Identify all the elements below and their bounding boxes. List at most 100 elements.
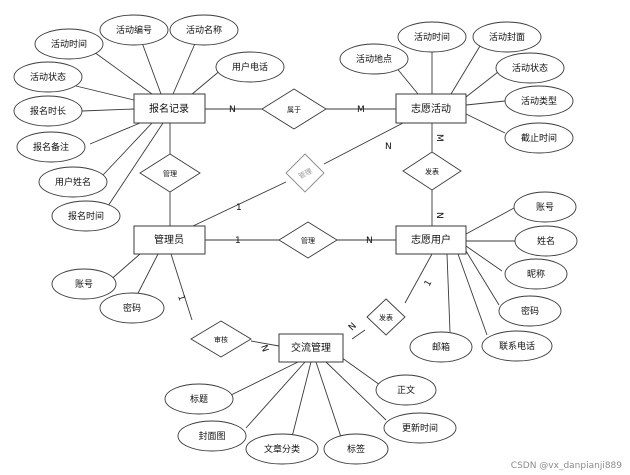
svg-text:密码: 密码 <box>123 302 141 314</box>
attr-forum-5: 正文 <box>375 374 437 406</box>
attr-activity-3: 活动状态 <box>495 52 565 84</box>
svg-text:报名记录: 报名记录 <box>149 102 189 115</box>
card-activity-volunteer-m: M <box>434 134 444 142</box>
svg-text:用户姓名: 用户姓名 <box>55 176 91 188</box>
attr-volunteer-4: 联系电话 <box>481 330 553 362</box>
svg-text:交流管理: 交流管理 <box>291 341 331 354</box>
attr-volunteer-5: 邮箱 <box>409 331 473 363</box>
rel-review: 审核 <box>190 320 252 358</box>
attr-registration-8: 报名时间 <box>51 200 121 232</box>
attr-admin-1: 密码 <box>99 292 165 324</box>
attr-activity-0: 活动地点 <box>339 43 409 75</box>
attributes-activity: 活动地点 活动时间 活动封面 活动状态 活动类型 截止时间 <box>339 21 574 154</box>
svg-text:志愿活动: 志愿活动 <box>411 102 451 115</box>
attributes-forum: 标题 封面图 文章分类 标签 更新时间 正文 <box>164 374 457 465</box>
attr-forum-2: 文章分类 <box>245 433 319 465</box>
svg-text:活动地点: 活动地点 <box>356 53 392 65</box>
card-manage-activity: N <box>385 142 392 152</box>
svg-text:发表: 发表 <box>425 167 439 176</box>
card-admin-review: 1 <box>175 294 186 303</box>
rel-publish-forum: 发表 <box>366 298 406 336</box>
attr-activity-4: 活动类型 <box>504 85 574 117</box>
svg-text:志愿用户: 志愿用户 <box>411 233 451 246</box>
svg-text:标题: 标题 <box>190 393 208 405</box>
edges <box>75 38 516 438</box>
svg-text:活动类型: 活动类型 <box>521 95 557 107</box>
attr-forum-3: 标签 <box>323 433 389 465</box>
svg-text:管理员: 管理员 <box>154 233 184 246</box>
card-volunteer-publish: 1 <box>423 279 435 289</box>
svg-text:活动封面: 活动封面 <box>489 31 525 43</box>
svg-text:用户电话: 用户电话 <box>232 61 268 73</box>
attr-activity-2: 活动封面 <box>472 21 542 53</box>
card-publish-forum: N <box>347 321 359 333</box>
svg-text:截止时间: 截止时间 <box>521 132 557 144</box>
svg-text:账号: 账号 <box>536 202 554 213</box>
rel-manage-user: 管理 <box>278 221 338 259</box>
rel-belongs: 属于 <box>261 88 327 130</box>
svg-text:标签: 标签 <box>347 443 365 455</box>
relationships: 属于 管理 管理 管理 审核 发表 发表 <box>139 88 462 358</box>
svg-text:管理: 管理 <box>163 169 177 178</box>
attributes-registration: 活动时间 活动编号 活动名称 用户电话 活动状态 报名时长 报名备注 用户姓名 <box>13 14 285 232</box>
attr-registration-5: 报名时长 <box>13 95 83 127</box>
svg-text:昵称: 昵称 <box>527 268 545 280</box>
watermark: CSDN @vx_danpianji889 <box>511 461 622 471</box>
rel-manage-activity: 管理 <box>285 153 325 193</box>
attr-admin-0: 账号 <box>51 268 117 300</box>
attr-registration-4: 活动状态 <box>13 61 83 93</box>
rel-manage-registration: 管理 <box>139 153 201 193</box>
svg-text:更新时间: 更新时间 <box>402 422 438 434</box>
attr-activity-5: 截止时间 <box>504 122 574 154</box>
attributes-admin: 账号 密码 <box>51 268 165 324</box>
entity-activity: 志愿活动 <box>395 93 467 124</box>
attr-forum-1: 封面图 <box>177 420 247 452</box>
attr-registration-0: 活动时间 <box>34 28 104 60</box>
attributes-volunteer: 账号 姓名 昵称 密码 联系电话 邮箱 <box>409 191 578 363</box>
cardinality-labels: N M 1 N 1 N M N 1 N N 1 <box>175 105 444 353</box>
svg-text:活动名称: 活动名称 <box>186 24 222 36</box>
svg-text:封面图: 封面图 <box>198 430 225 442</box>
attr-registration-2: 活动名称 <box>169 14 239 46</box>
attr-volunteer-1: 姓名 <box>514 225 578 257</box>
svg-text:报名时长: 报名时长 <box>30 105 66 117</box>
svg-text:报名备注: 报名备注 <box>33 141 69 153</box>
attr-volunteer-0: 账号 <box>513 191 577 223</box>
attr-registration-1: 活动编号 <box>99 14 169 46</box>
card-manage-user: N <box>366 236 373 246</box>
entities: 报名记录 志愿活动 管理员 志愿用户 交流管理 <box>133 93 467 363</box>
card-belongs-activity: M <box>357 105 365 115</box>
card-reg-belongs: N <box>229 105 236 115</box>
svg-text:联系电话: 联系电话 <box>499 340 535 352</box>
attr-activity-1: 活动时间 <box>397 21 467 53</box>
attr-registration-3: 用户电话 <box>215 51 285 83</box>
svg-text:邮箱: 邮箱 <box>432 341 450 353</box>
card-review-forum: N <box>258 344 270 353</box>
entity-registration: 报名记录 <box>133 93 206 124</box>
card-activity-volunteer-n: N <box>434 212 444 219</box>
card-admin-manage-user: 1 <box>235 236 241 246</box>
svg-text:审核: 审核 <box>214 335 228 344</box>
svg-text:密码: 密码 <box>521 305 539 317</box>
attr-volunteer-3: 密码 <box>498 295 562 327</box>
attr-registration-7: 用户姓名 <box>38 166 108 198</box>
svg-text:活动时间: 活动时间 <box>51 38 87 50</box>
attr-forum-0: 标题 <box>164 383 234 415</box>
svg-text:活动时间: 活动时间 <box>414 31 450 43</box>
svg-text:属于: 属于 <box>287 106 301 114</box>
attr-volunteer-2: 昵称 <box>504 258 568 290</box>
svg-text:正文: 正文 <box>397 384 415 396</box>
entity-admin: 管理员 <box>133 225 206 255</box>
svg-text:报名时间: 报名时间 <box>68 210 104 222</box>
rel-publish: 发表 <box>402 151 462 191</box>
svg-text:管理: 管理 <box>301 236 315 245</box>
entity-volunteer: 志愿用户 <box>395 225 467 255</box>
svg-text:姓名: 姓名 <box>537 235 555 247</box>
svg-text:发表: 发表 <box>379 313 393 322</box>
svg-text:活动状态: 活动状态 <box>30 71 66 83</box>
card-admin-manage-activity: 1 <box>236 203 242 213</box>
svg-text:文章分类: 文章分类 <box>264 443 300 455</box>
attr-registration-6: 报名备注 <box>16 131 86 163</box>
attr-forum-4: 更新时间 <box>383 412 457 444</box>
